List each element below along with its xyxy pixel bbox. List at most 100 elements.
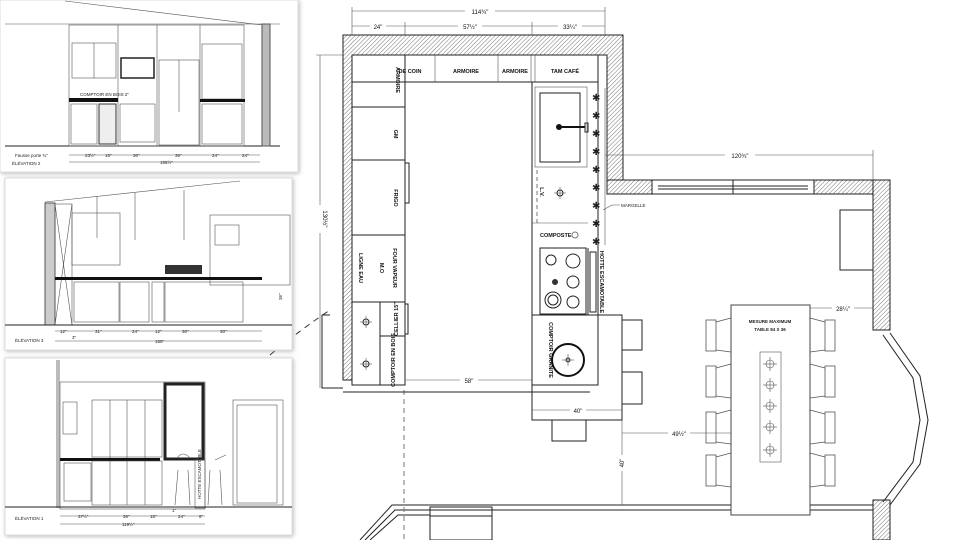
- left-cabinet-column: ARMOIRE GM FRIGO LIGNE EAU M.O FOUR VAPE…: [351, 54, 435, 387]
- light-fixture-icon: [360, 358, 372, 370]
- elevation-2-title: ÉLÉVATION 2: [12, 160, 41, 166]
- elevation-1-title: ÉLÉVATION 1: [15, 515, 44, 521]
- elevation-3-dim: 36": [278, 293, 283, 300]
- door-swing: [321, 314, 343, 389]
- elevation-2-dim: 30": [133, 153, 140, 158]
- dim-segment-1: 24": [374, 25, 383, 31]
- label-frigo: FRIGO: [392, 189, 398, 207]
- elevation-1-dim: 36": [123, 514, 130, 519]
- elevation-3-dim: 165": [155, 339, 165, 344]
- kitchen-wall: [342, 34, 624, 381]
- elevation-2-dim: 24": [212, 153, 219, 158]
- svg-text:✱: ✱: [592, 129, 600, 140]
- label-comptoir-bois: COMPTOIR EN BOIS: [391, 333, 397, 387]
- top-cabinet-row: DE COIN ARMOIRE ARMOIRE TAM CAFÉ: [351, 54, 599, 83]
- svg-text:✱: ✱: [592, 237, 600, 248]
- plants-row: ✱ ✱ ✱ ✱ ✱ ✱ ✱ ✱ ✱: [592, 93, 600, 248]
- dim-dining-width: 120¾": [731, 154, 748, 160]
- right-counter-run: L.V. COMPOSTE HOTTE ESCAMOTABLE COMPTOIR…: [531, 81, 646, 386]
- svg-text:✱: ✱: [592, 147, 600, 158]
- elevation-3-dim: 30": [182, 329, 189, 334]
- label-cellier: CELLIER 15": [394, 302, 400, 336]
- elevation-3-title: ÉLÉVATION 3: [15, 337, 44, 343]
- floor-plan: 114¾" 24" 57½" 33¼" 130½" DE COIN ARMOIR…: [231, 5, 929, 540]
- top-window: [651, 179, 815, 195]
- label-margelle: MARGELLE: [621, 203, 646, 208]
- left-dimension: 130½": [314, 54, 343, 388]
- dim-aisle: 58": [465, 379, 474, 385]
- label-armoire-corner: ARMOIRE: [394, 67, 400, 93]
- dining-top-wall-left: [606, 179, 653, 195]
- dim-table-to-wall: 28¼": [836, 307, 850, 313]
- elevation-3-dim: 31": [95, 329, 102, 334]
- elevation-1-dim: 24": [178, 514, 185, 519]
- elevation-1-dim: 6": [199, 514, 204, 519]
- elevation-1-dim: 37½": [78, 513, 89, 519]
- bottom-wall: [359, 504, 873, 540]
- elevation-1-card: HOTTE ESCAMOTABLE 37½" 36" 15" 1" 24" 6"…: [4, 357, 293, 536]
- elevation-2-note: COMPTOIR EN BOIS 2": [80, 92, 129, 97]
- svg-text:✱: ✱: [592, 201, 600, 212]
- svg-text:✱: ✱: [592, 183, 600, 194]
- cooktop: [539, 247, 587, 315]
- label-de-coin: DE COIN: [399, 69, 422, 75]
- label-comptoir-granite: COMPTOIR GRANITE: [547, 322, 553, 378]
- elevation-2-dim: 36": [175, 153, 182, 158]
- elevation-2-card: COMPTOIR EN BOIS 2" Fausse porte ¾" 23½"…: [0, 0, 299, 173]
- aisle-dimension: 58": [343, 375, 590, 393]
- round-sink: [551, 343, 585, 377]
- stool: [621, 319, 643, 351]
- compost-bin-icon: [571, 231, 579, 239]
- pendant-lights: [763, 357, 777, 457]
- label-mo: M.O: [378, 263, 384, 274]
- door-arc: [269, 309, 331, 356]
- elevation-3-dim: 3": [72, 335, 77, 340]
- elevation-2-dim: 24": [242, 153, 249, 158]
- faucet-icon: [556, 124, 562, 130]
- light-fixture-icon: [554, 187, 566, 199]
- elevation-3-card: 12" 3" 31" 24" 12" 30" 30" 165" 36" ÉLÉV…: [4, 177, 293, 351]
- label-table-line1: MESURE MAXIMUM: [749, 319, 792, 324]
- sideboard: [839, 209, 874, 271]
- label-ligne-eau: LIGNE EAU: [357, 253, 363, 283]
- dim-overall-width: 114¾": [472, 10, 489, 16]
- elevation-3-dim: 12": [155, 329, 162, 334]
- label-composte: COMPOSTE: [540, 233, 572, 239]
- elevation-3-dim: 12": [60, 329, 67, 334]
- light-fixture-icon: [562, 354, 574, 366]
- label-four-vapeur: FOUR VAPEUR: [391, 248, 397, 288]
- light-fixture-icon: [360, 316, 372, 328]
- elevation-1-dim: 15": [150, 514, 157, 519]
- dim-island-to-table: 49½": [672, 431, 686, 438]
- elevation-2-dim: 155½": [160, 159, 173, 165]
- elevation-2-dim: 15": [105, 153, 112, 158]
- label-lv: L.V.: [538, 187, 544, 197]
- dim-segment-3: 33¼": [563, 25, 577, 31]
- svg-text:✱: ✱: [592, 93, 600, 104]
- elevation-1-note: HOTTE ESCAMOTABLE: [197, 449, 202, 499]
- elevation-3-dim: 24": [132, 329, 139, 334]
- elevation-1-dim: 119½": [122, 521, 135, 527]
- label-gm: GM: [392, 130, 398, 139]
- elevation-2-dim: 23½": [85, 152, 96, 158]
- bay-window: [882, 332, 929, 506]
- elevation-2-dim: Fausse porte ¾": [15, 153, 48, 158]
- label-armoire-2: ARMOIRE: [502, 69, 528, 75]
- elevation-1-dim: 1": [172, 508, 177, 513]
- island: 40": [531, 314, 643, 442]
- label-armoire-1: ARMOIRE: [453, 69, 479, 75]
- stool: [621, 371, 643, 405]
- svg-text:✱: ✱: [592, 165, 600, 176]
- label-table-line2: TABLE 84 X 36: [754, 327, 786, 332]
- label-tam-cafe: TAM CAFÉ: [551, 67, 579, 75]
- svg-text:✱: ✱: [592, 111, 600, 122]
- dim-island: 40": [574, 409, 583, 415]
- top-dimensions: 114¾" 24" 57½" 33¼": [351, 5, 606, 35]
- dining-right-wall-lower: [872, 499, 891, 540]
- dim-segment-2: 57½": [463, 24, 477, 31]
- stool: [551, 419, 587, 442]
- label-hotte: HOTTE ESCAMOTABLE: [598, 251, 604, 314]
- svg-text:✱: ✱: [592, 219, 600, 230]
- table-centerpiece: [759, 351, 782, 463]
